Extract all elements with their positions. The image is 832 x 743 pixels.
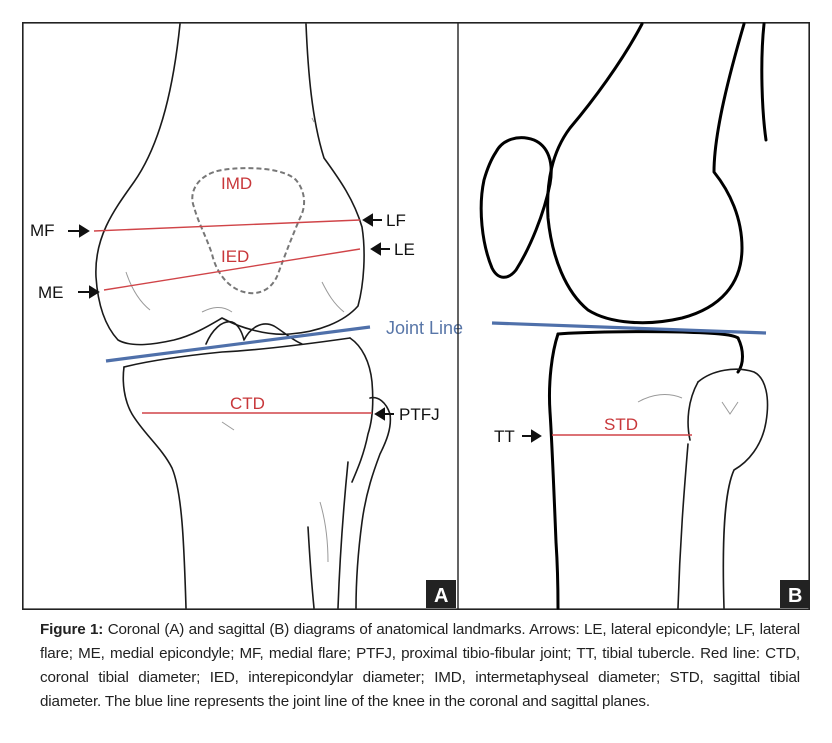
femur-lateral-contour (321, 281, 345, 313)
femur-mark (311, 117, 315, 123)
panel-b: STD TT B (479, 22, 810, 610)
femur-sagittal (546, 22, 746, 325)
lf-arrow-icon (362, 213, 382, 227)
fibula-mark (721, 401, 739, 415)
tibia-faint-line (319, 501, 329, 563)
femur-outline (95, 23, 365, 346)
le-arrow-icon (370, 242, 390, 256)
panel-a: IMD IED CTD MF ME LF LE PTFJ Joint Line … (30, 23, 463, 609)
femur-notch (201, 307, 233, 313)
fibula-outline (355, 396, 392, 609)
fibula-sagittal-front (687, 381, 699, 441)
fibula-sagittal-shaft (677, 443, 689, 609)
tibia-outline (122, 366, 187, 609)
ctd-label: CTD (230, 394, 265, 413)
lf-label: LF (386, 211, 406, 230)
femur-medial-contour (125, 271, 151, 311)
tibia-sagittal-anterior (548, 332, 560, 610)
ied-label: IED (221, 247, 249, 266)
figure-caption: Figure 1: Coronal (A) and sagittal (B) d… (40, 618, 800, 714)
tt-label: TT (494, 427, 515, 446)
ptfj-arrow-icon (374, 407, 394, 421)
femur-sagittal-posterior (760, 22, 768, 142)
tibial-spines (205, 320, 303, 345)
mf-label: MF (30, 221, 55, 240)
patella-sagittal (479, 136, 553, 279)
caption-lead: Figure 1: (40, 621, 104, 638)
panel-a-badge (426, 580, 456, 608)
ied-line (103, 248, 361, 291)
panel-a-badge-text: A (434, 585, 448, 607)
tibia-sagittal-top (556, 330, 740, 340)
tibia-faint-mark (221, 421, 235, 431)
lf-mf-line (93, 219, 361, 232)
tibia-outline-lateral (349, 337, 374, 483)
me-arrow-icon (78, 285, 100, 299)
joint-line-label: Joint Line (386, 318, 463, 338)
joint-line-a (105, 325, 371, 363)
caption-text: Coronal (A) and sagittal (B) diagrams of… (40, 621, 800, 710)
tt-arrow-icon (522, 429, 542, 443)
joint-line-b (491, 321, 767, 335)
panel-b-badge-text: B (788, 585, 802, 607)
figure-border (22, 22, 810, 610)
le-label: LE (394, 240, 415, 259)
fibula-sagittal (697, 368, 769, 609)
tibia-lateral-shaft (307, 526, 315, 609)
knee-diagram: IMD IED CTD MF ME LF LE PTFJ Joint Line … (22, 22, 810, 610)
tibia-sagittal-faint (637, 394, 683, 403)
patella-outline (191, 167, 306, 295)
figure: IMD IED CTD MF ME LF LE PTFJ Joint Line … (22, 22, 810, 610)
panel-b-badge (780, 580, 810, 608)
fibula-medial-edge (337, 461, 349, 609)
me-label: ME (38, 283, 64, 302)
tibial-plateau (123, 337, 351, 368)
mf-arrow-icon (68, 224, 90, 238)
imd-label: IMD (221, 174, 252, 193)
ptfj-label: PTFJ (399, 405, 440, 424)
std-label: STD (604, 415, 638, 434)
tibia-sagittal-posterior (736, 336, 744, 374)
